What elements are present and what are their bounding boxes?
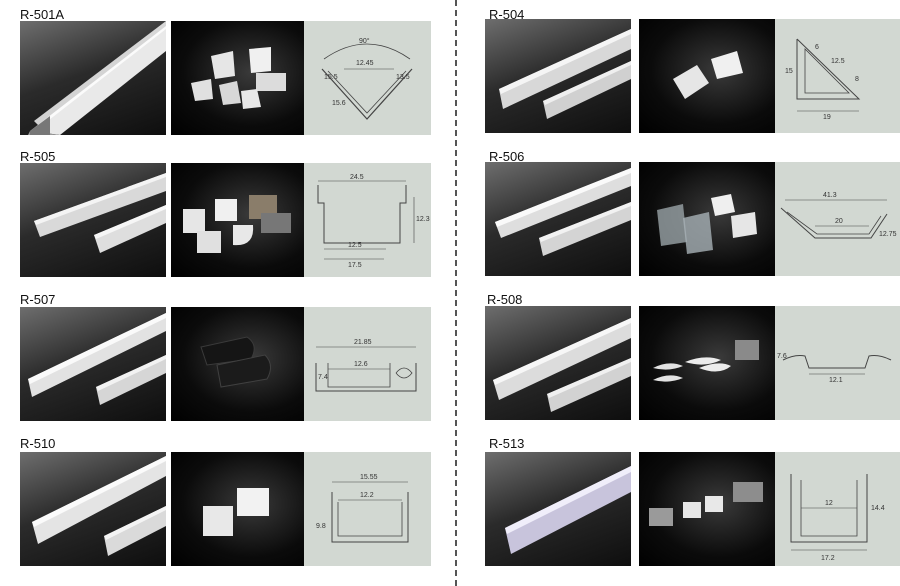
profile-photo (20, 307, 166, 421)
profile-photo (485, 162, 631, 276)
svg-text:12.5: 12.5 (831, 58, 845, 65)
profile-drawing: 7.6 12.1 (775, 306, 900, 420)
svg-text:90°: 90° (359, 37, 370, 45)
svg-text:12.5: 12.5 (348, 242, 362, 249)
profile-drawing: 41.3 20 12.75 (775, 162, 900, 276)
page-divider (455, 0, 457, 586)
svg-text:17.5: 17.5 (348, 262, 362, 269)
accessories-photo (639, 452, 785, 566)
svg-text:7.6: 7.6 (777, 353, 787, 360)
profile-photo (20, 21, 166, 135)
svg-text:8: 8 (855, 76, 859, 83)
svg-text:12.1: 12.1 (829, 377, 843, 384)
profile-drawing: 15.55 12.2 9.8 (304, 452, 431, 566)
svg-text:7.4: 7.4 (318, 374, 328, 381)
svg-text:12.45: 12.45 (356, 60, 374, 67)
accessories-photo (171, 163, 317, 277)
svg-text:12: 12 (825, 500, 833, 507)
profile-drawing: 21.85 12.6 7.4 (304, 307, 431, 421)
svg-text:21.85: 21.85 (354, 339, 372, 346)
accessories-photo (171, 307, 317, 421)
svg-text:14.4: 14.4 (871, 505, 885, 512)
accessories-photo (639, 19, 785, 133)
accessories-photo (171, 21, 317, 135)
profile-drawing: 24.5 12.5 17.5 12.3 (304, 163, 431, 277)
product-code: R-504 (489, 7, 525, 22)
profile-photo (485, 306, 631, 420)
svg-text:12.2: 12.2 (360, 492, 374, 499)
product-code: R-505 (20, 149, 56, 164)
svg-text:19: 19 (823, 114, 831, 121)
product-code: R-513 (489, 436, 525, 451)
svg-text:12.75: 12.75 (879, 231, 897, 238)
product-code: R-510 (20, 436, 56, 451)
accessories-photo (639, 162, 785, 276)
svg-text:13.5: 13.5 (396, 74, 410, 81)
svg-text:12.6: 12.6 (354, 361, 368, 368)
svg-text:20: 20 (835, 218, 843, 225)
svg-text:41.3: 41.3 (823, 192, 837, 199)
svg-text:15: 15 (785, 68, 793, 75)
svg-text:15.5: 15.5 (324, 74, 338, 81)
profile-drawing: 15 12.5 6 8 19 (775, 19, 900, 133)
profile-drawing: 90° 12.45 15.5 15.6 13.5 (304, 21, 431, 135)
accessories-photo (639, 306, 785, 420)
product-code: R-507 (20, 292, 56, 307)
svg-text:15.55: 15.55 (360, 474, 378, 481)
profile-photo (485, 19, 631, 133)
svg-text:15.6: 15.6 (332, 100, 346, 107)
svg-text:6: 6 (815, 44, 819, 51)
product-code: R-501A (20, 7, 65, 22)
svg-text:12.3: 12.3 (416, 216, 430, 223)
product-code: R-506 (489, 149, 525, 164)
svg-text:9.8: 9.8 (316, 523, 326, 530)
profile-drawing: 12 14.4 17.2 (775, 452, 900, 566)
svg-text:17.2: 17.2 (821, 555, 835, 562)
svg-text:24.5: 24.5 (350, 174, 364, 181)
profile-photo (20, 452, 166, 566)
accessories-photo (171, 452, 317, 566)
product-code: R-508 (487, 292, 523, 307)
profile-photo (485, 452, 631, 566)
profile-photo (20, 163, 166, 277)
